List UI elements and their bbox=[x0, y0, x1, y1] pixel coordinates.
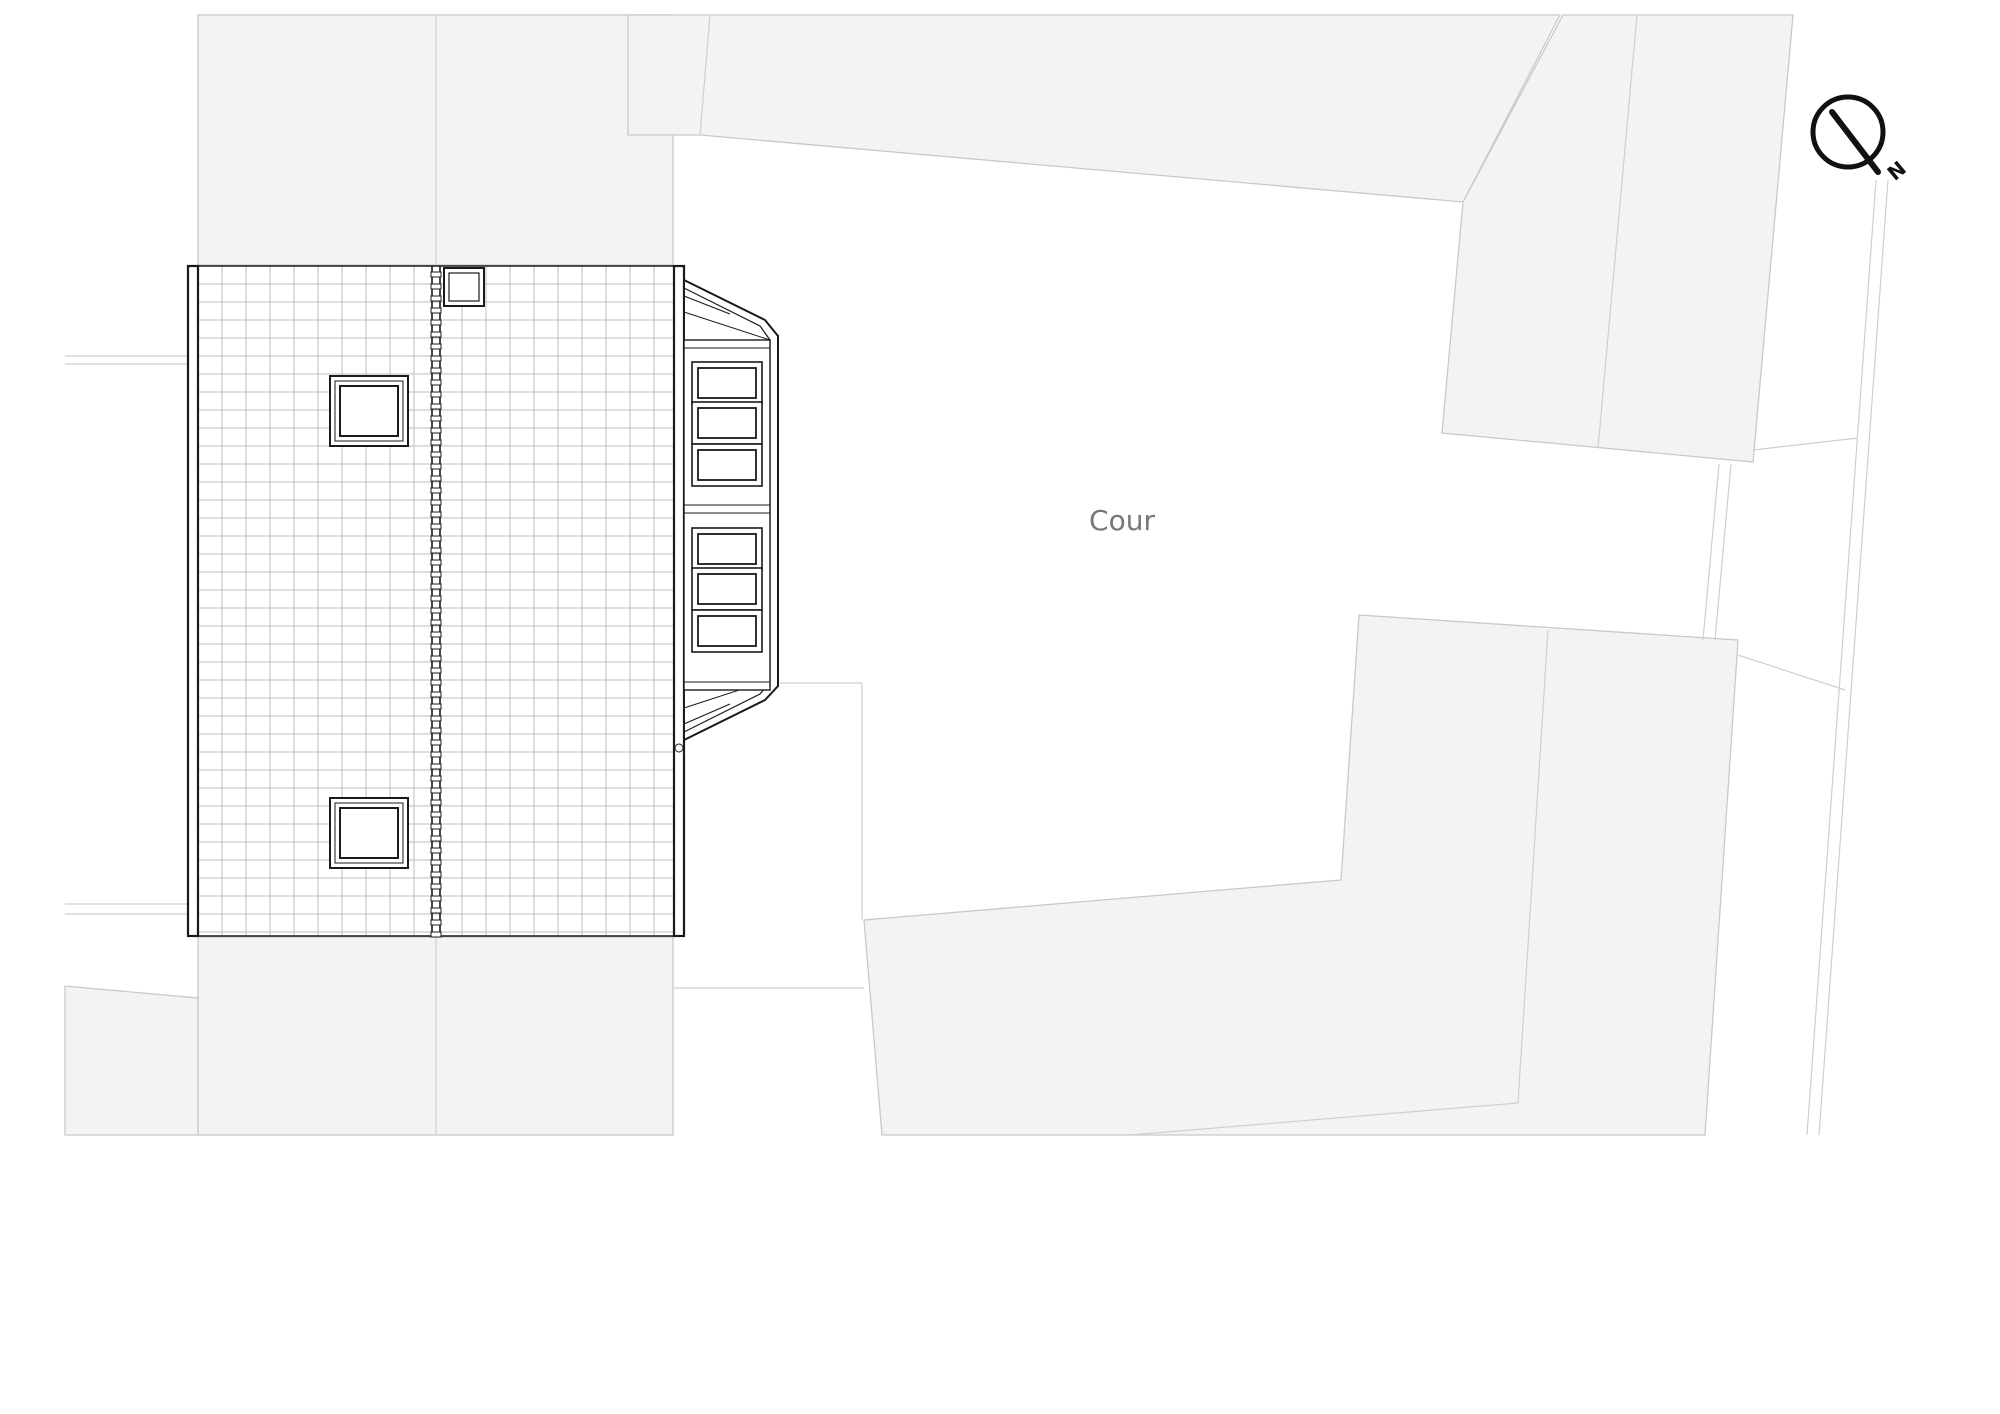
neighbor-buildings bbox=[64, 14, 1794, 1136]
neighbor-bottom-right-block bbox=[863, 614, 1739, 1136]
north-arrow-icon: N bbox=[1810, 94, 1911, 185]
roof-vent bbox=[443, 267, 485, 307]
site-lines bbox=[65, 179, 1889, 1136]
roof-ridge bbox=[430, 266, 442, 938]
north-label: N bbox=[1883, 156, 1911, 185]
bay-windows bbox=[691, 361, 763, 653]
main-roof bbox=[186, 264, 686, 938]
courtyard-label: Cour bbox=[1089, 504, 1155, 537]
skylight-upper bbox=[329, 375, 409, 447]
bay-dormer bbox=[674, 278, 779, 753]
neighbor-top-block bbox=[627, 14, 1562, 203]
skylight-lower bbox=[329, 797, 409, 869]
neighbor-bottom-left bbox=[64, 985, 199, 1136]
